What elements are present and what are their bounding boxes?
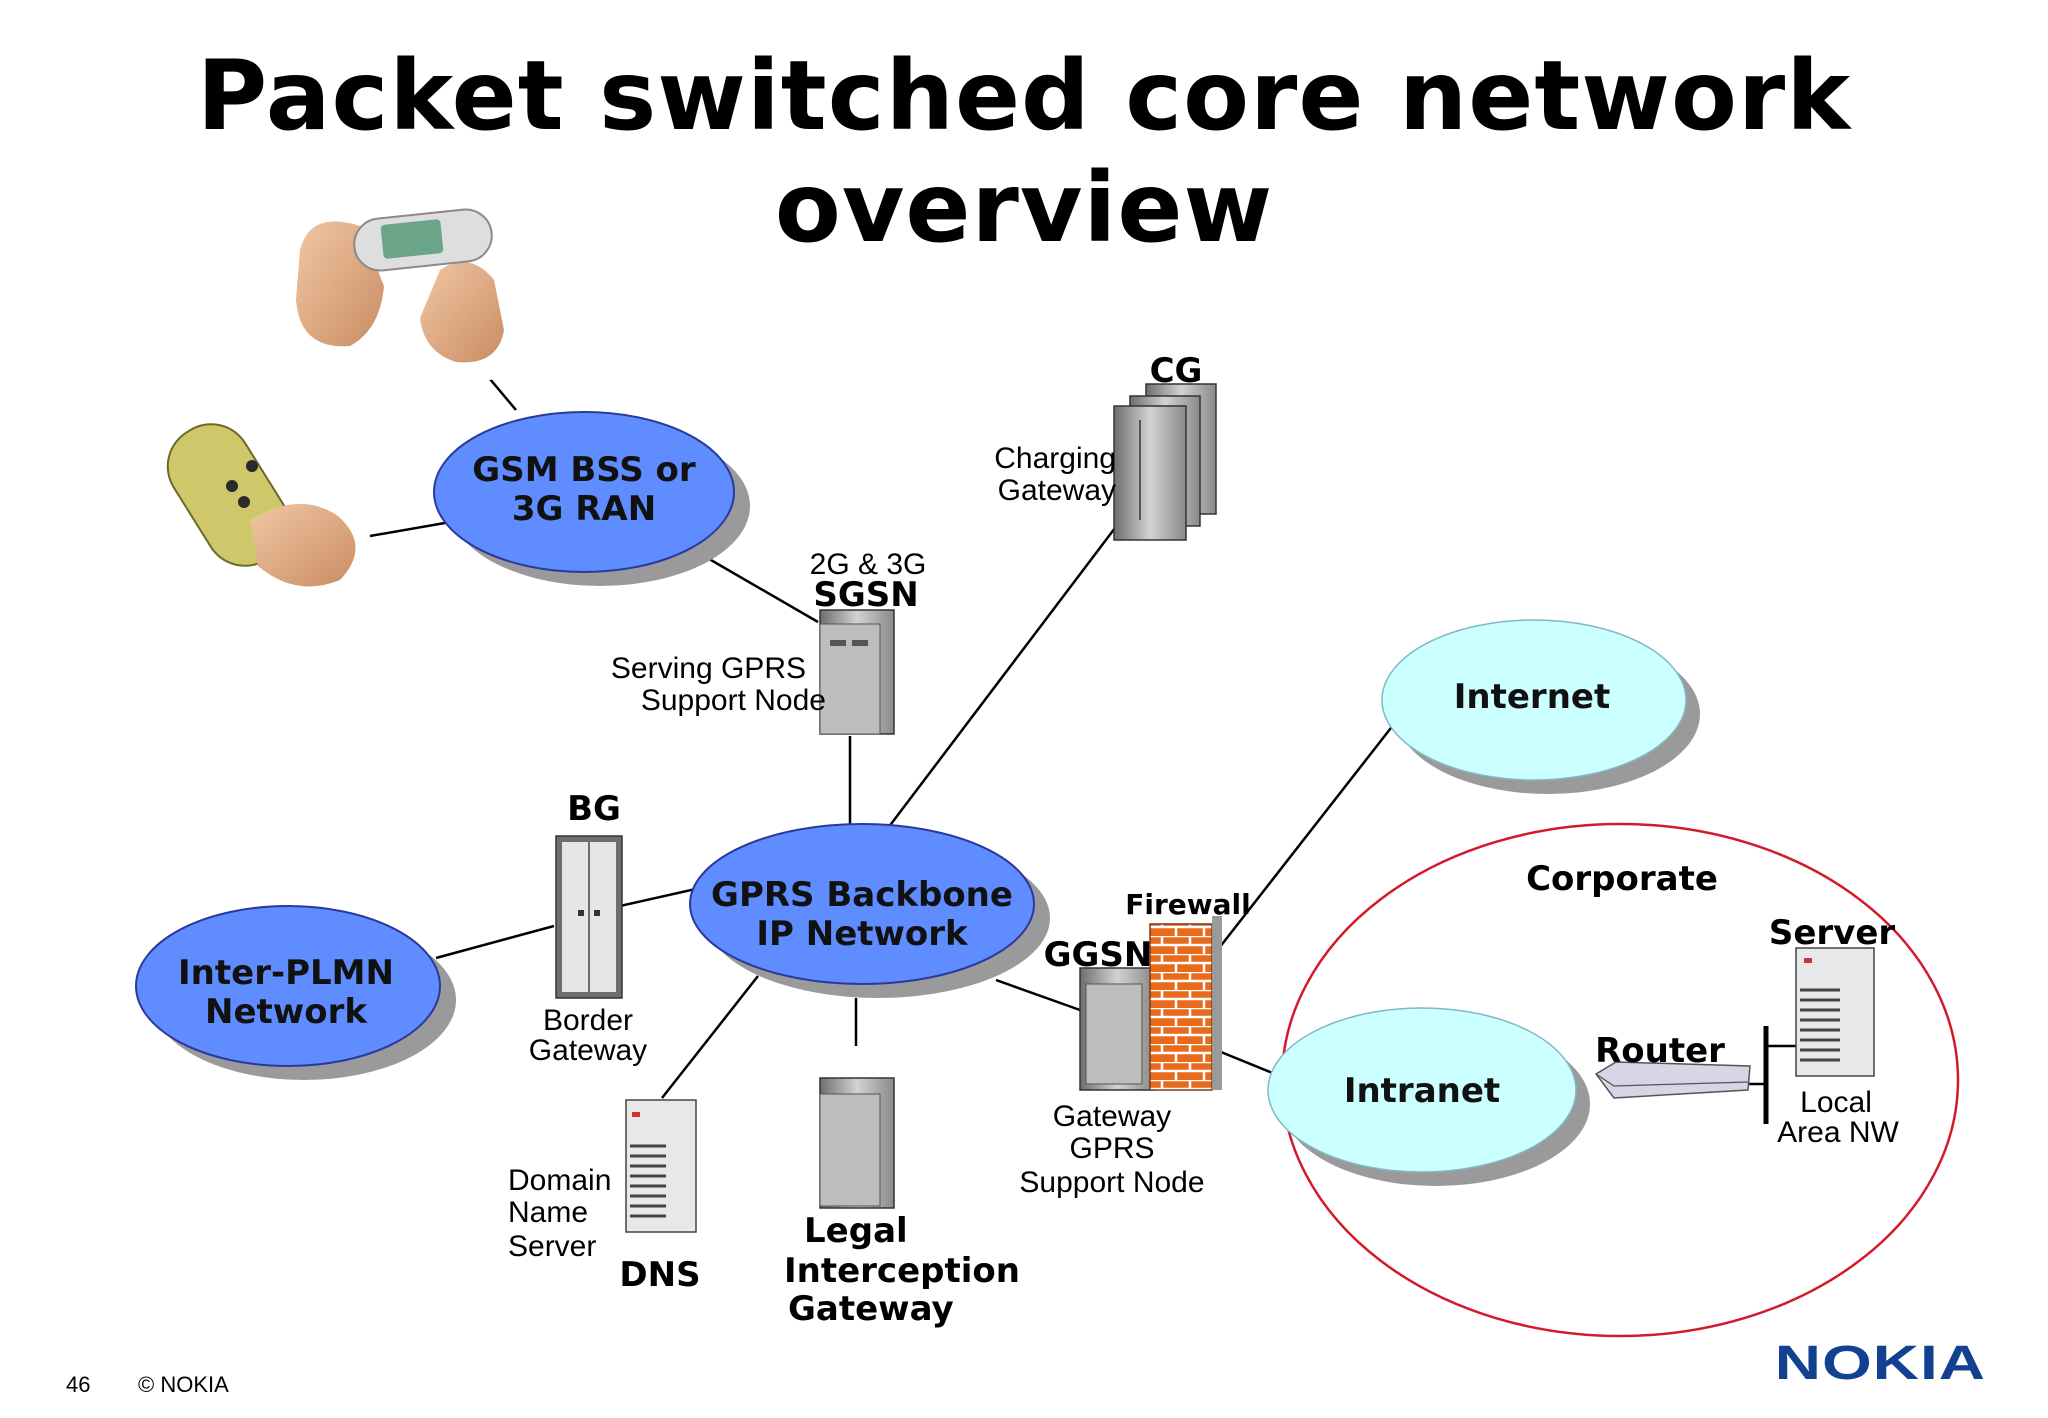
dns-desc-1: Domain bbox=[508, 1164, 611, 1197]
bg-rack-icon bbox=[555, 835, 623, 999]
handset-photo bbox=[296, 208, 582, 384]
firewall-brick-icon bbox=[1149, 916, 1222, 1091]
sgsn-desc-1: Serving GPRS bbox=[611, 652, 806, 685]
lig-label-1: Legal bbox=[804, 1211, 908, 1251]
lig-label-3: Gateway bbox=[788, 1289, 954, 1329]
corporate-label: Corporate bbox=[1526, 859, 1718, 899]
dns-code-label: DNS bbox=[619, 1255, 700, 1295]
dns-desc-3: Server bbox=[508, 1230, 596, 1263]
bg-code-label: BG bbox=[567, 789, 621, 829]
cg-desc-1: Charging bbox=[994, 442, 1116, 475]
cg-desc-2: Gateway bbox=[998, 474, 1116, 507]
dns-desc-2: Name bbox=[508, 1196, 588, 1229]
copyright-notice: © NOKIA bbox=[138, 1372, 229, 1397]
cloud-intranet: Intranet bbox=[1267, 1007, 1590, 1186]
link-firewall-internet bbox=[1215, 723, 1395, 953]
ggsn-desc-3: Support Node bbox=[1019, 1166, 1204, 1199]
connection-lines bbox=[369, 359, 1796, 1099]
lig-label-2: Interception bbox=[784, 1251, 1020, 1291]
cloud-ran: GSM BSS or 3G RAN bbox=[433, 411, 750, 586]
lan-label-2: Area NW bbox=[1777, 1116, 1899, 1149]
lan-label-1: Local bbox=[1800, 1086, 1872, 1119]
lig-rack-icon bbox=[819, 1077, 895, 1209]
nokia-logo: NOKIA bbox=[1774, 1335, 1986, 1390]
bg-desc-1: Border bbox=[543, 1004, 633, 1037]
link-bg-interplmn bbox=[435, 924, 555, 960]
sgsn-top-label: 2G & 3G bbox=[810, 548, 927, 581]
link-ran-sgsn bbox=[703, 554, 819, 624]
firewall-label: Firewall bbox=[1125, 888, 1250, 921]
ggsn-desc-1: Gateway bbox=[1053, 1100, 1171, 1133]
pda-photo bbox=[166, 410, 370, 590]
server-label: Server bbox=[1769, 913, 1896, 953]
bg-desc-2: Gateway bbox=[529, 1034, 647, 1067]
link-firewall-intranet bbox=[1215, 1048, 1281, 1078]
ggsn-desc-2: GPRS bbox=[1069, 1132, 1154, 1165]
sgsn-desc-2: Support Node bbox=[641, 684, 826, 717]
ggsn-rack-icon bbox=[1079, 967, 1155, 1091]
page-title: Packet switched core network overview bbox=[196, 40, 1852, 264]
cloud-internet: Internet bbox=[1381, 619, 1700, 794]
sgsn-code-label: SGSN bbox=[813, 575, 918, 615]
page-number: 46 bbox=[66, 1372, 91, 1397]
link-backbone-dns bbox=[661, 975, 759, 1099]
link-backbone-bg bbox=[619, 886, 701, 908]
dns-server-icon bbox=[625, 1099, 697, 1233]
cloud-inter-plmn: Inter-PLMN Network bbox=[135, 905, 456, 1080]
router-icon bbox=[1594, 1061, 1751, 1099]
link-backbone-cg bbox=[887, 523, 1119, 829]
cg-rack-icon bbox=[1113, 383, 1217, 541]
link-backbone-ggsn bbox=[995, 978, 1081, 1012]
cloud-backbone: GPRS Backbone IP Network bbox=[689, 823, 1050, 998]
sgsn-rack-icon bbox=[819, 609, 895, 735]
server-icon bbox=[1795, 947, 1875, 1077]
